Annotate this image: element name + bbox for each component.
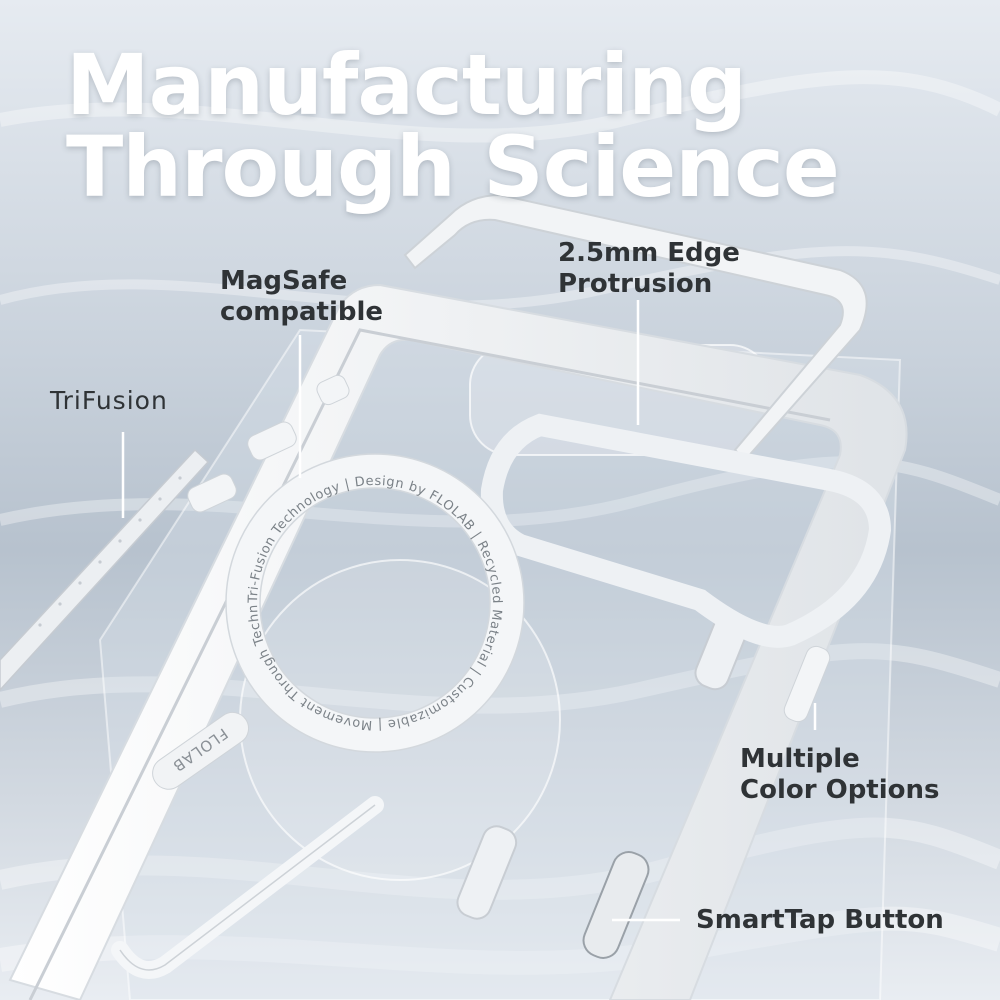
smarttap-button xyxy=(582,851,650,959)
color-pill-3 xyxy=(187,473,237,513)
camera-bumper-ring xyxy=(480,413,892,648)
trifusion-logo: TriFusion xyxy=(50,386,168,415)
leader-lines xyxy=(121,300,817,922)
color-pill-4 xyxy=(783,645,831,723)
side-button-lower xyxy=(456,825,518,920)
magsafe-label: MagSafe compatible xyxy=(220,266,384,327)
headline-line-1: Manufacturing xyxy=(66,36,747,134)
headline-line-2: Through Science xyxy=(66,118,840,216)
magsafe-ring xyxy=(226,454,524,752)
left-textured-strip xyxy=(0,448,210,692)
edge-protrusion-label: 2.5mm Edge Protrusion xyxy=(558,238,740,299)
color-options-label: Multiple Color Options xyxy=(740,744,940,805)
white-bumper-frame xyxy=(8,283,908,1000)
headline: Manufacturing Through Science xyxy=(66,36,966,216)
color-pill-2 xyxy=(247,421,297,461)
color-pill-1 xyxy=(316,374,350,406)
smarttap-label: SmartTap Button xyxy=(696,905,944,935)
